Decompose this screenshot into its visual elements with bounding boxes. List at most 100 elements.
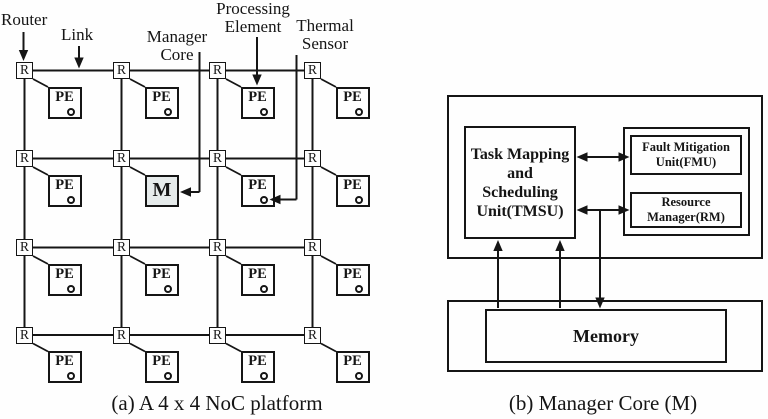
noc-link-diagonal — [320, 166, 337, 176]
tmsu-rm-arrowhead-right — [618, 205, 630, 215]
memory-label: Memory — [573, 325, 639, 346]
tmsu-label-line1: Task Mapping — [470, 145, 570, 163]
pe-node-r3c2: PE — [145, 263, 179, 296]
memory-to-tmsu-arrowhead-1 — [493, 240, 503, 251]
thermal-sensor-dot — [355, 107, 363, 116]
noc-link-diagonal — [129, 255, 146, 265]
tmsu-label-line2: and — [507, 164, 533, 182]
noc-link-diagonal — [129, 342, 146, 353]
router-node-r2c3: R — [209, 150, 226, 167]
noc-link-diagonal — [129, 78, 146, 88]
thermal-sensor-pointer-arrowhead — [269, 194, 281, 205]
pe-node-r2c4: PE — [336, 174, 370, 207]
router-node-r1c1: R — [16, 62, 33, 79]
pe-label: PE — [343, 353, 362, 369]
link-pointer-arrowhead — [74, 57, 84, 69]
noc-link-diagonal — [129, 166, 146, 176]
router-pointer-arrowhead — [18, 50, 29, 61]
noc-link-diagonal — [225, 255, 242, 265]
thermal-sensor-dot — [260, 284, 268, 293]
processing-element-label: Processing Element — [213, 0, 293, 36]
router-node-r2c1: R — [16, 150, 33, 167]
router-node-r4c1: R — [16, 326, 33, 344]
router-node-r3c2: R — [113, 239, 130, 256]
pe-node-r1c4: PE — [336, 86, 370, 119]
thermal-sensor-label-line1: Thermal — [296, 16, 354, 35]
processing-element-pointer-arrowhead — [252, 74, 262, 86]
pe-label: PE — [248, 176, 267, 193]
thermal-sensor-dot — [67, 107, 75, 116]
thermal-sensor-dot — [164, 372, 172, 380]
noc-link-diagonal — [32, 78, 49, 88]
pe-label: PE — [248, 353, 267, 369]
router-node-r4c2: R — [113, 326, 130, 344]
noc-link-diagonal — [320, 255, 337, 265]
thermal-sensor-label: Thermal Sensor — [286, 17, 364, 53]
pe-node-r2c1: PE — [48, 174, 82, 207]
rm-label-line2: Manager(RM) — [647, 210, 725, 224]
caption-panel-b: (b) Manager Core (M) — [508, 391, 698, 415]
thermal-sensor-dot — [67, 372, 75, 380]
pe-node-r4c1: PE — [48, 351, 82, 383]
pe-label: PE — [55, 265, 74, 282]
thermal-sensor-dot — [260, 107, 268, 116]
pe-label: PE — [152, 88, 171, 105]
pe-node-r3c4: PE — [336, 263, 370, 296]
thermal-sensor-dot — [355, 372, 363, 380]
pe-node-r2c3: PE — [241, 174, 275, 207]
thermal-sensor-dot — [67, 195, 75, 204]
router-node-r4c3: R — [209, 326, 226, 344]
tmsu-label-line3: Scheduling — [482, 183, 558, 201]
router-node-r1c4: R — [304, 62, 321, 79]
thermal-sensor-label-line2: Sensor — [301, 34, 349, 53]
router-node-r3c3: R — [209, 239, 226, 256]
thermal-sensor-dot — [260, 195, 268, 204]
router-node-r1c3: R — [209, 62, 226, 79]
pe-node-r3c3: PE — [241, 263, 275, 296]
pe-node-r4c4: PE — [336, 351, 370, 383]
noc-link-diagonal — [225, 78, 242, 88]
processing-element-label-line1: Processing — [216, 0, 290, 18]
pe-label: PE — [343, 176, 362, 193]
memory-to-tmsu-arrowhead-2 — [555, 240, 565, 251]
manager-core-label: Manager Core — [137, 28, 217, 64]
pe-label: PE — [343, 265, 362, 282]
router-node-r2c2: R — [113, 150, 130, 167]
pe-label: PE — [55, 176, 74, 193]
rm-to-memory-arrowhead — [595, 297, 605, 309]
pe-node-r3c1: PE — [48, 263, 82, 296]
router-label: Router — [1, 10, 48, 29]
thermal-sensor-dot — [355, 195, 363, 204]
tmsu-fmu-arrowhead-left — [576, 152, 588, 162]
pe-node-r1c1: PE — [48, 86, 82, 119]
pe-label: PE — [152, 353, 171, 369]
noc-link-diagonal — [32, 255, 49, 265]
tmsu-box: Task Mapping and Scheduling Unit(TMSU) — [464, 126, 576, 239]
noc-link-diagonal — [32, 342, 49, 353]
pe-node-r4c3: PE — [241, 351, 275, 383]
fmu-label-line1: Fault Mitigation — [642, 140, 730, 154]
noc-link-diagonal — [225, 166, 242, 176]
tmsu-rm-arrowhead-left — [576, 205, 588, 215]
processing-element-label-line2: Element — [224, 17, 282, 36]
caption-panel-a: (a) A 4 x 4 NoC platform — [111, 391, 323, 415]
noc-link-diagonal — [320, 342, 337, 353]
fmu-label-line2: Unit(FMU) — [655, 155, 717, 169]
pe-label: PE — [248, 88, 267, 105]
rm-box: Resource Manager(RM) — [630, 192, 742, 228]
link-label: Link — [61, 25, 94, 44]
pe-label: PE — [152, 265, 171, 282]
thermal-sensor-dot — [260, 372, 268, 380]
manager-core-node: M — [145, 174, 179, 207]
router-node-r2c4: R — [304, 150, 321, 167]
noc-link-diagonal — [320, 78, 337, 88]
pe-label: PE — [55, 88, 74, 105]
noc-link-diagonal — [225, 342, 242, 353]
tmsu-fmu-arrowhead-right — [618, 152, 630, 162]
thermal-sensor-dot — [164, 107, 172, 116]
rm-label-line1: Resource — [661, 195, 711, 209]
pe-node-r4c2: PE — [145, 351, 179, 383]
tmsu-label-line4: Unit(TMSU) — [476, 202, 564, 220]
